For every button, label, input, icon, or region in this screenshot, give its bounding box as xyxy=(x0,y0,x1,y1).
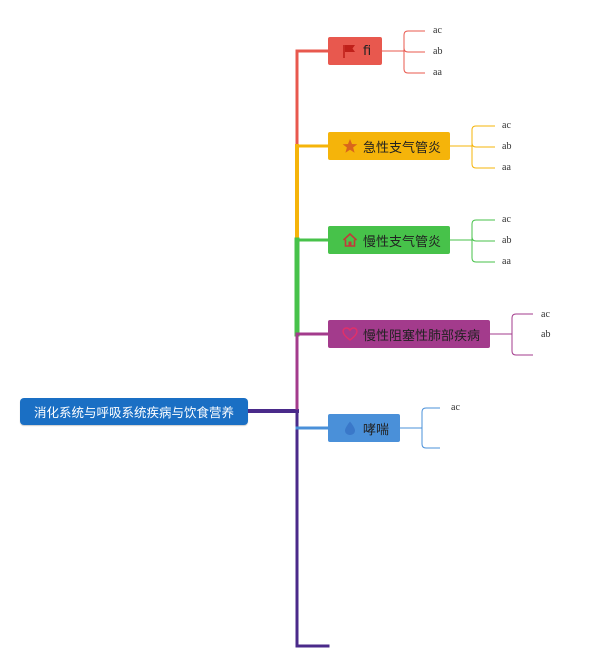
leaf-topic[interactable]: ab xyxy=(541,329,551,340)
leaf-connector xyxy=(403,30,425,51)
home-icon xyxy=(342,232,358,248)
leaf-connector xyxy=(471,219,495,240)
leaf-topic[interactable]: aa xyxy=(502,256,511,267)
branch-topic-fi[interactable]: fi xyxy=(328,37,382,65)
leaf-connector xyxy=(511,334,533,356)
branch-topic-label: fi xyxy=(363,43,372,59)
leaf-connector xyxy=(421,407,440,428)
leaf-connector xyxy=(403,47,425,53)
flag-icon xyxy=(342,43,358,59)
leaf-connector xyxy=(471,240,495,263)
leaf-topic[interactable]: ac xyxy=(502,120,511,131)
leaf-topic[interactable]: aa xyxy=(433,67,442,78)
branch-topic-copd[interactable]: 慢性阻塞性肺部疾病 xyxy=(328,320,490,348)
leaf-connector xyxy=(471,236,495,242)
leaf-topic[interactable]: ab xyxy=(433,46,443,57)
branch-topic-acute-bronchitis[interactable]: 急性支气管炎 xyxy=(328,132,450,160)
leaf-topic[interactable]: ac xyxy=(451,402,460,413)
leaf-topic[interactable]: ac xyxy=(433,25,442,36)
leaf-connector xyxy=(403,51,425,74)
branch-topic-label: 急性支气管炎 xyxy=(363,140,442,156)
leaf-topic[interactable]: aa xyxy=(502,162,511,173)
drop-icon xyxy=(342,420,358,436)
root-topic-label: 消化系统与呼吸系统疾病与饮食营养 xyxy=(33,405,234,420)
leaf-topic[interactable]: ac xyxy=(502,214,511,225)
leaf-topic[interactable]: ab xyxy=(502,235,512,246)
leaf-connector xyxy=(471,142,495,148)
root-topic[interactable]: 消化系统与呼吸系统疾病与饮食营养 xyxy=(20,398,248,425)
leaf-connector xyxy=(471,146,495,169)
leaf-topic[interactable]: ab xyxy=(502,141,512,152)
branch-topic-label: 慢性阻塞性肺部疾病 xyxy=(363,328,481,344)
leaf-connector xyxy=(421,428,440,449)
branch-topic-label: 哮喘 xyxy=(363,422,390,438)
branch-topic-label: 慢性支气管炎 xyxy=(363,234,442,250)
leaf-topic[interactable]: ac xyxy=(541,309,550,320)
branch-topic-asthma[interactable]: 哮喘 xyxy=(328,414,400,442)
star-icon xyxy=(342,138,358,154)
leaf-connector xyxy=(511,313,533,334)
branch-topic-chronic-bronchitis[interactable]: 慢性支气管炎 xyxy=(328,226,450,254)
heart-icon xyxy=(342,326,358,342)
leaf-connector xyxy=(471,125,495,146)
